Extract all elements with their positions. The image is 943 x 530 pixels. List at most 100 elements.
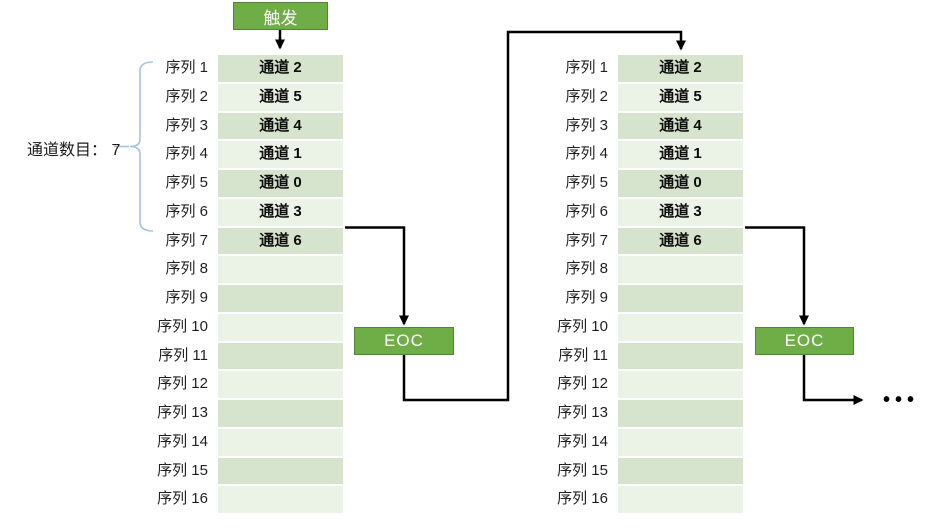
channel-cell [218, 400, 343, 427]
eoc-box-left: EOC [354, 327, 454, 355]
sequence-label: 序列 15 [557, 461, 608, 479]
sequence-label: 序列 16 [157, 490, 208, 508]
channel-cell [618, 486, 743, 513]
sequence-row: 序列 13 [128, 400, 343, 427]
sequence-label: 序列 4 [565, 145, 608, 163]
channel-cell: 通道 1 [618, 141, 743, 168]
channel-cell: 通道 5 [218, 83, 343, 111]
sequence-row: 序列 9 [528, 285, 743, 312]
sequence-row: 序列 9 [128, 285, 343, 312]
sequence-label: 序列 8 [565, 260, 608, 278]
channel-cell: 通道 6 [618, 227, 743, 255]
channel-cell: 通道 3 [218, 198, 343, 226]
channel-cell: 通道 3 [618, 198, 743, 226]
channel-cell [618, 428, 743, 456]
sequence-label: 序列 1 [565, 59, 608, 76]
table2-to-eoc2-arrow [745, 226, 809, 326]
sequence-label: 序列 10 [557, 317, 608, 335]
sequence-label: 序列 12 [157, 375, 208, 393]
sequence-label: 序列 10 [157, 317, 208, 335]
sequence-row: 序列 7 通道 6 [528, 227, 743, 255]
channel-cell: 通道 0 [218, 170, 343, 197]
sequence-label: 序列 9 [565, 289, 608, 306]
sequence-row: 序列 5 通道 0 [128, 170, 343, 197]
sequence-row: 序列 15 [128, 457, 343, 485]
sequence-row: 序列 12 [128, 371, 343, 398]
sequence-row: 序列 2 通道 5 [528, 83, 743, 111]
channel-cell [218, 285, 343, 312]
sequence-label: 序列 14 [557, 432, 608, 450]
sequence-row: 序列 16 [528, 486, 743, 513]
sequence-label: 序列 4 [165, 145, 208, 163]
sequence-label: 序列 7 [165, 231, 208, 249]
sequence-label: 序列 13 [157, 404, 208, 421]
eoc2-to-ellipsis-arrow [802, 355, 864, 405]
channel-cell [618, 313, 743, 341]
channel-cell: 通道 6 [218, 227, 343, 255]
channel-cell [218, 428, 343, 456]
channel-cell [218, 371, 343, 398]
sequence-row: 序列 6 通道 3 [128, 198, 343, 226]
channel-cell [218, 256, 343, 283]
channel-cell [218, 486, 343, 513]
channel-cell [218, 313, 343, 341]
channel-cell: 通道 2 [618, 55, 743, 82]
channel-cell [618, 342, 743, 370]
sequence-row: 序列 7 通道 6 [128, 227, 343, 255]
sequence-row: 序列 14 [528, 428, 743, 456]
sequence-row: 序列 16 [128, 486, 343, 513]
sequence-row: 序列 10 [528, 313, 743, 341]
sequence-label: 序列 2 [165, 87, 208, 105]
eoc-box-right: EOC [755, 327, 854, 355]
table1-to-eoc1-arrow [345, 226, 409, 326]
sequence-row: 序列 13 [528, 400, 743, 427]
channel-cell: 通道 5 [618, 83, 743, 111]
sequence-row: 序列 14 [128, 428, 343, 456]
sequence-row: 序列 11 [128, 342, 343, 370]
sequence-label: 序列 15 [157, 461, 208, 479]
sequence-row: 序列 2 通道 5 [128, 83, 343, 111]
sequence-row: 序列 8 [128, 256, 343, 283]
sequence-row: 序列 1 通道 2 [528, 55, 743, 82]
sequence-row: 序列 4 通道 1 [128, 141, 343, 168]
sequence-row: 序列 11 [528, 342, 743, 370]
sequence-label: 序列 12 [557, 375, 608, 393]
sequence-label: 序列 16 [557, 490, 608, 508]
sequence-label: 序列 6 [165, 202, 208, 220]
sequence-label: 序列 11 [158, 346, 208, 364]
sequence-label: 序列 1 [165, 59, 208, 76]
sequence-row: 序列 10 [128, 313, 343, 341]
sequence-row: 序列 15 [528, 457, 743, 485]
channel-cell: 通道 1 [218, 141, 343, 168]
ellipsis: ••• [883, 389, 920, 411]
sequence-label: 序列 5 [165, 174, 208, 191]
channel-cell [618, 457, 743, 485]
sequence-row: 序列 3 通道 4 [128, 112, 343, 140]
sequence-label: 序列 7 [565, 231, 608, 249]
sequence-label: 序列 3 [565, 116, 608, 134]
sequence-label: 序列 2 [565, 87, 608, 105]
trigger-box: 触发 [233, 2, 328, 30]
channel-cell [618, 371, 743, 398]
channel-cell [618, 285, 743, 312]
channel-cell [618, 400, 743, 427]
sequence-label: 序列 11 [558, 346, 608, 364]
sequence-row: 序列 12 [528, 371, 743, 398]
sequence-label: 序列 3 [165, 116, 208, 134]
sequence-label: 序列 14 [157, 432, 208, 450]
sequence-row: 序列 4 通道 1 [528, 141, 743, 168]
sequence-row: 序列 8 [528, 256, 743, 283]
channel-cell [218, 342, 343, 370]
channel-cell: 通道 4 [218, 112, 343, 140]
sequence-label: 序列 9 [165, 289, 208, 306]
channel-cell: 通道 0 [618, 170, 743, 197]
sequence-label: 序列 13 [557, 404, 608, 421]
sequence-label: 序列 8 [165, 260, 208, 278]
